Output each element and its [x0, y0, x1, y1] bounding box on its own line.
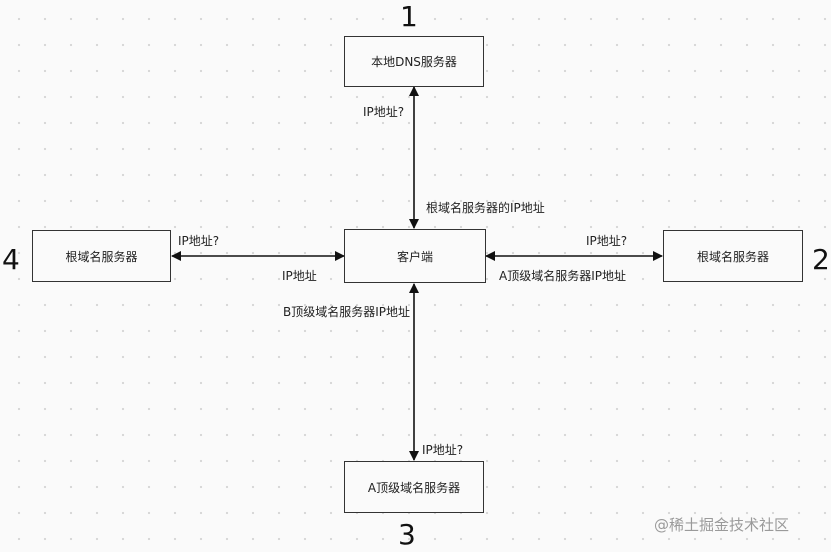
tld-a-server-node: A顶级域名服务器 — [344, 461, 484, 513]
step-number-3: 3 — [398, 518, 416, 551]
step-number-2: 2 — [812, 243, 830, 276]
tld-a-server-label: A顶级域名服务器 — [367, 480, 461, 495]
watermark: @稀土掘金技术社区 — [654, 516, 790, 534]
edge-label-up-answer: 根域名服务器的IP地址 — [426, 201, 545, 215]
local-dns-server-label: 本地DNS服务器 — [371, 55, 457, 69]
edge-label-left-answer: IP地址 — [282, 269, 317, 283]
edge-label-left-query: IP地址? — [178, 234, 220, 248]
client-label: 客户端 — [396, 249, 433, 264]
edge-label-right-answer: A顶级域名服务器IP地址 — [499, 269, 626, 283]
edge-label-down-answer: B顶级域名服务器IP地址 — [283, 305, 411, 319]
edge-label-down-query: IP地址? — [422, 443, 464, 457]
client-node: 客户端 — [344, 229, 486, 283]
root-server-left-node: 根域名服务器 — [32, 230, 171, 282]
local-dns-server-node: 本地DNS服务器 — [344, 36, 484, 87]
root-server-left-label: 根域名服务器 — [65, 249, 138, 264]
step-number-4: 4 — [2, 243, 20, 276]
edge-label-right-query: IP地址? — [586, 234, 628, 248]
edge-label-up-query: IP地址? — [363, 105, 405, 119]
step-number-1: 1 — [400, 0, 418, 33]
root-server-right-node: 根域名服务器 — [663, 230, 803, 282]
root-server-right-label: 根域名服务器 — [696, 249, 769, 264]
